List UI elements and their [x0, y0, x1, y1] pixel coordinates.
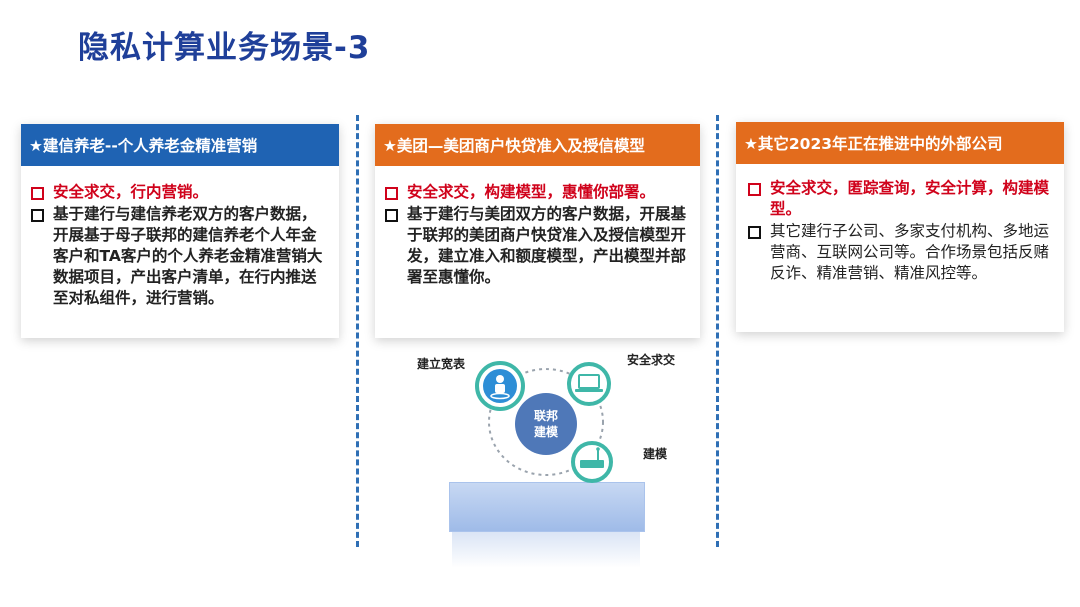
checkbox-square-icon: [748, 183, 761, 196]
scenario-card-ccb-pension: ★建信养老--个人养老金精准营销 安全求交，行内营销。 基于建行与建信养老双方的…: [21, 124, 339, 338]
column-divider: [716, 115, 719, 547]
card-header: ★建信养老--个人养老金精准营销: [21, 124, 339, 166]
center-label-line1: 联邦: [534, 408, 558, 423]
node-label-secure-intersection: 安全求交: [627, 353, 676, 367]
checkbox-square-icon: [748, 226, 761, 239]
card-header: ★美团—美团商户快贷准入及授信模型: [375, 124, 700, 166]
checkbox-square-icon: [31, 187, 44, 200]
scenario-card-meituan: ★美团—美团商户快贷准入及授信模型 安全求交，构建模型，惠懂你部署。 基于建行与…: [375, 124, 700, 338]
list-item: 安全求交，构建模型，惠懂你部署。: [383, 182, 688, 203]
platform-base: [449, 482, 645, 532]
column-divider: [356, 115, 359, 547]
list-item: 安全求交，匿踪查询，安全计算，构建模型。: [746, 178, 1051, 220]
person-icon: [490, 375, 510, 400]
list-item: 其它建行子公司、多家支付机构、多地运营商、互联网公司等。合作场景包括反赌反诈、精…: [746, 221, 1051, 284]
scenario-card-other-companies: ★其它2023年正在推进中的外部公司 安全求交，匿踪查询，安全计算，构建模型。 …: [736, 122, 1064, 332]
orbit-ring: [488, 368, 604, 476]
page-title: 隐私计算业务场景-3: [78, 30, 371, 66]
list-item: 基于建行与美团双方的客户数据，开展基于联邦的美团商户快贷准入及授信模型开发，建立…: [383, 204, 688, 288]
platform-reflection: [452, 530, 640, 568]
center-label-line2: 建模: [533, 424, 559, 439]
center-node: [515, 393, 577, 455]
router-icon: [580, 447, 604, 468]
node-label-build-wide-table: 建立宽表: [417, 357, 466, 371]
node-label-modeling: 建模: [643, 447, 668, 461]
checkbox-square-icon: [385, 187, 398, 200]
card-items: 安全求交，构建模型，惠懂你部署。 基于建行与美团双方的客户数据，开展基于联邦的美…: [383, 182, 688, 289]
laptop-icon: [575, 374, 603, 392]
list-item: 安全求交，行内营销。: [29, 182, 329, 203]
list-item: 基于建行与建信养老双方的客户数据，开展基于母子联邦的建信养老个人年金客户和TA客…: [29, 204, 329, 309]
checkbox-square-icon: [31, 209, 44, 222]
checkbox-square-icon: [385, 209, 398, 222]
card-items: 安全求交，匿踪查询，安全计算，构建模型。 其它建行子公司、多家支付机构、多地运营…: [746, 178, 1051, 285]
card-header: ★其它2023年正在推进中的外部公司: [736, 122, 1064, 164]
card-items: 安全求交，行内营销。 基于建行与建信养老双方的客户数据，开展基于母子联邦的建信养…: [29, 182, 329, 310]
